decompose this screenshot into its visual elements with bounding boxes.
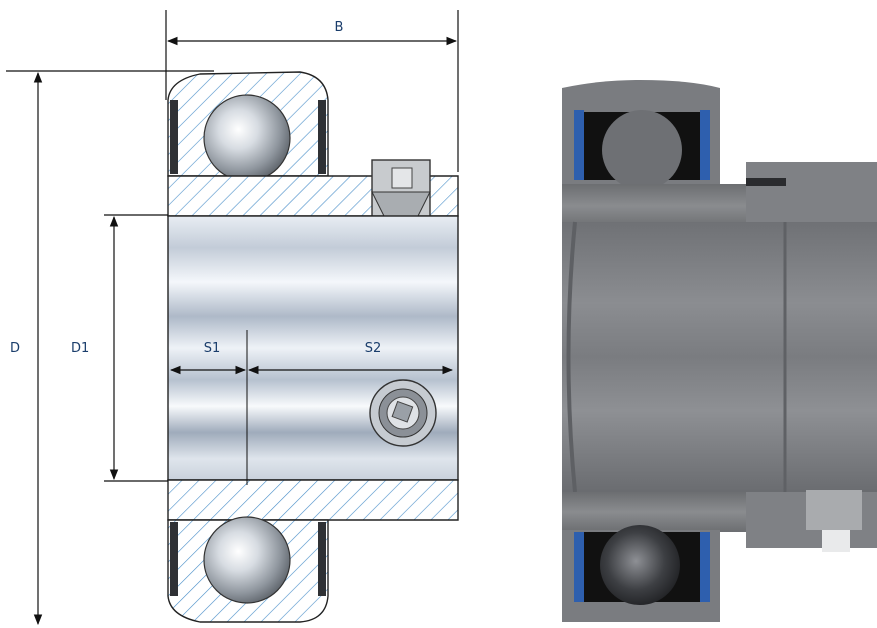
label-b: B [335,20,344,35]
render-collar-top [746,162,877,228]
label-d1: D1 [71,341,89,356]
sectional-drawing [167,71,459,623]
label-s1: S1 [204,341,221,356]
seal-top-left [170,100,178,174]
seal-bottom-left [170,522,178,596]
set-screw-top [371,159,431,217]
render-collar-groove [746,178,786,186]
render-seal-bottom-left [574,532,584,602]
render-ball-bottom [600,525,680,605]
render-bore [562,222,877,492]
seal-top-right [318,100,326,174]
render-seal-top-right [700,110,710,180]
render-ball-top [602,110,682,190]
render-bore-edge [566,221,577,493]
ball-top [203,94,291,182]
set-screw-hole [369,379,437,447]
cutaway-render [562,80,877,622]
label-s2: S2 [365,341,382,356]
inner-ring-bottom [167,479,459,521]
ball-bottom [203,516,291,604]
render-seal-top-left [574,110,584,180]
seal-bottom-right [318,522,326,596]
render-seal-bottom-right [700,532,710,602]
render-set-screw [806,490,862,552]
label-d: D [10,341,20,356]
dimensions [6,10,459,626]
